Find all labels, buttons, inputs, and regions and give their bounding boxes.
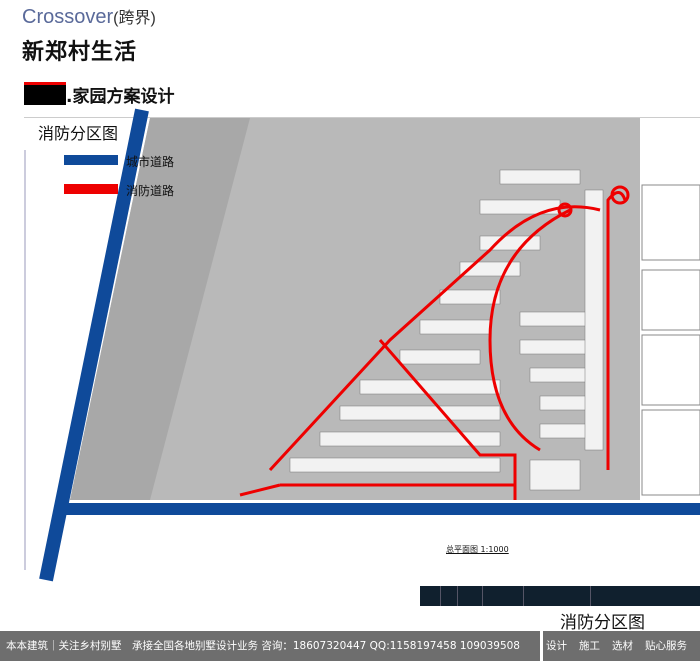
legend-swatch-fire-road <box>64 184 118 194</box>
brand-title: Crossover(跨界) <box>22 6 156 28</box>
footer-links: 设计 施工 选材 贴心服务 <box>546 638 687 653</box>
legend-label-fire-road: 消防道路 <box>126 184 175 198</box>
plan-title: 消防分区图 <box>38 124 119 143</box>
white-blocks <box>641 184 700 496</box>
footer-link-design[interactable]: 设计 <box>546 640 567 652</box>
building-blocks <box>289 169 604 491</box>
footer-link-service[interactable]: 贴心服务 <box>645 640 687 652</box>
legend-label-city-road: 城市道路 <box>126 155 175 169</box>
footer-link-construction[interactable]: 施工 <box>579 640 600 652</box>
bottom-title: 消防分区图 <box>560 613 645 633</box>
footer-contact: 本本建筑｜关注乡村别墅 承接全国各地别墅设计业务 咨询：18607320447 … <box>6 640 520 652</box>
city-road-diagonal <box>39 108 149 582</box>
fire-roads <box>239 185 630 500</box>
decorative-bar <box>420 586 700 606</box>
divider-vertical <box>24 150 26 570</box>
footer-link-materials[interactable]: 选材 <box>612 640 633 652</box>
redacted-block <box>24 82 66 105</box>
green-belt <box>70 118 250 500</box>
slogan: 新郑村生活 <box>22 40 138 65</box>
city-road-horizontal <box>60 503 700 515</box>
divider <box>24 117 700 118</box>
scale-label: 总平面图 1:1000 <box>446 545 509 554</box>
footer <box>0 631 700 661</box>
legend-swatch-city-road <box>64 155 118 165</box>
subtitle: .家园方案设计 <box>66 87 175 107</box>
footer-divider <box>540 631 543 661</box>
site-plan <box>39 108 700 582</box>
